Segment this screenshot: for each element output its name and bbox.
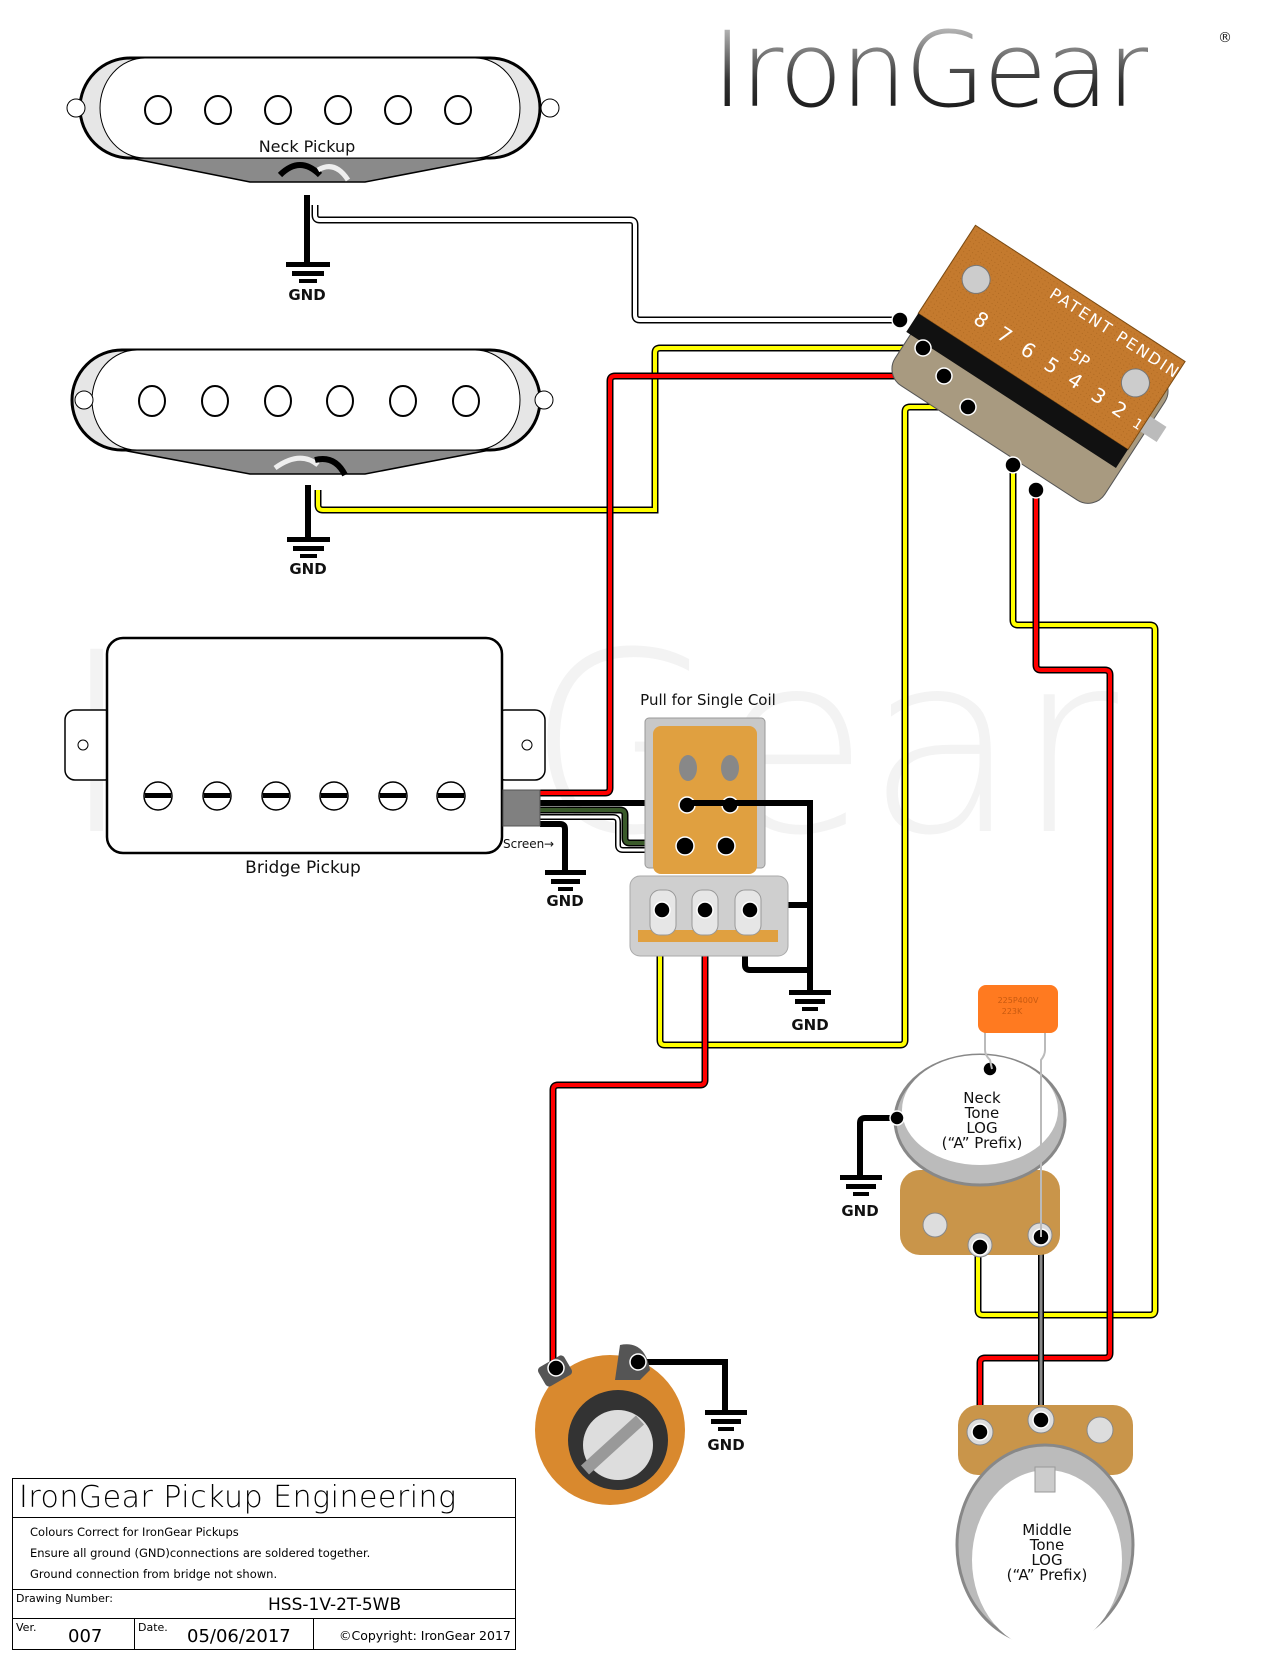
copyright-cell: ©Copyright: IronGear 2017 bbox=[314, 1619, 515, 1649]
ground-icon bbox=[545, 870, 586, 891]
bridge-pickup-label: Bridge Pickup bbox=[245, 858, 361, 878]
middle-pickup bbox=[70, 348, 554, 477]
wire-bridge-screen bbox=[540, 821, 568, 870]
wire-volume-to-jack-red bbox=[549, 915, 709, 1370]
wire-middle-yellow bbox=[314, 344, 925, 514]
registered-mark: ® bbox=[1218, 30, 1232, 46]
neck-ground-label: GND bbox=[288, 286, 325, 304]
neck-tone-pot bbox=[893, 1053, 1067, 1258]
title-block-heading: IronGear Pickup Engineering bbox=[13, 1479, 515, 1518]
output-jack bbox=[535, 1344, 685, 1505]
svg-text:LOG: LOG bbox=[1031, 1551, 1062, 1569]
selector-switch: 8 7 6 5 4 3 2 1 PATENT PENDING 5P bbox=[891, 224, 1196, 504]
ground-icon bbox=[286, 262, 330, 283]
svg-text:LOG: LOG bbox=[966, 1119, 997, 1137]
version-cell: Ver. 007 bbox=[13, 1619, 135, 1649]
svg-text:Neck: Neck bbox=[963, 1089, 1001, 1107]
svg-text:(“A” Prefix): (“A” Prefix) bbox=[942, 1134, 1023, 1152]
push-pull-pot bbox=[629, 717, 789, 957]
version-label: Ver. bbox=[16, 1621, 37, 1634]
wire-switch-to-middle-tone-red bbox=[976, 490, 1114, 1430]
drawing-number-value: HSS-1V-2T-5WB bbox=[268, 1595, 402, 1615]
wire-neck-tone-ground bbox=[857, 1115, 895, 1175]
ground-icon bbox=[287, 537, 330, 558]
neck-pickup: Neck Pickup bbox=[66, 56, 560, 183]
note-line: Ensure all ground (GND)connections are s… bbox=[30, 1546, 371, 1560]
ground-icon bbox=[789, 990, 831, 1011]
solder-joints bbox=[653, 796, 759, 919]
push-pull-label: Pull for Single Coil bbox=[640, 691, 776, 709]
date-value: 05/06/2017 bbox=[187, 1626, 291, 1647]
wire-switch-to-volume-yellow bbox=[656, 403, 965, 1049]
wire-switch-to-neck-tone-yellow bbox=[974, 465, 1159, 1319]
brand-logo: IronGear bbox=[712, 9, 1150, 131]
drawing-number-row: Drawing Number: HSS-1V-2T-5WB bbox=[13, 1590, 515, 1619]
capacitor-marking-2: 223K bbox=[1002, 1007, 1023, 1016]
svg-text:Tone: Tone bbox=[964, 1104, 1000, 1122]
middle-ground-label: GND bbox=[289, 560, 326, 578]
wire-bridge-red bbox=[540, 372, 940, 797]
version-value: 007 bbox=[68, 1626, 103, 1647]
neck-pickup-label: Neck Pickup bbox=[259, 137, 356, 156]
svg-text:Tone: Tone bbox=[1029, 1536, 1065, 1554]
neck-tone-label: Neck Tone LOG (“A” Prefix) bbox=[942, 1089, 1023, 1152]
neck-tone-ground-label: GND bbox=[841, 1202, 878, 1220]
note-line: Colours Correct for IronGear Pickups bbox=[30, 1525, 239, 1539]
middle-tone-label: Middle Tone LOG (“A” Prefix) bbox=[1007, 1521, 1088, 1584]
capacitor-marking-1: 225P400V bbox=[998, 996, 1039, 1005]
title-block: IronGear Pickup Engineering Colours Corr… bbox=[12, 1478, 516, 1650]
ground-icon bbox=[840, 1175, 882, 1196]
drawing-number-label: Drawing Number: bbox=[16, 1592, 113, 1605]
copyright-text: ©Copyright: IronGear 2017 bbox=[339, 1628, 511, 1643]
jack-ground-label: GND bbox=[707, 1436, 744, 1454]
switch-solder-joints bbox=[891, 311, 1045, 499]
date-label: Date. bbox=[138, 1621, 168, 1634]
volume-ground-label: GND bbox=[791, 1016, 828, 1034]
arrow-right-icon: → bbox=[544, 837, 554, 851]
ground-icon bbox=[705, 1410, 747, 1431]
wire-neck-white bbox=[311, 205, 900, 324]
middle-tone-pot bbox=[955, 1405, 1135, 1650]
wire-jack-ground bbox=[635, 1359, 728, 1410]
bridge-ground-label: GND bbox=[546, 892, 583, 910]
version-date-row: Ver. 007 Date. 05/06/2017 ©Copyright: Ir… bbox=[13, 1619, 515, 1649]
tone-capacitor: 225P400V 223K bbox=[978, 985, 1058, 1237]
screen-label: Screen bbox=[503, 837, 544, 851]
title-block-notes: Colours Correct for IronGear Pickups Ens… bbox=[13, 1518, 515, 1590]
bridge-pickup: Bridge Pickup bbox=[64, 636, 546, 878]
date-cell: Date. 05/06/2017 bbox=[135, 1619, 314, 1649]
svg-text:(“A” Prefix): (“A” Prefix) bbox=[1007, 1566, 1088, 1584]
svg-text:Middle: Middle bbox=[1022, 1521, 1072, 1539]
note-line: Ground connection from bridge not shown. bbox=[30, 1567, 278, 1581]
